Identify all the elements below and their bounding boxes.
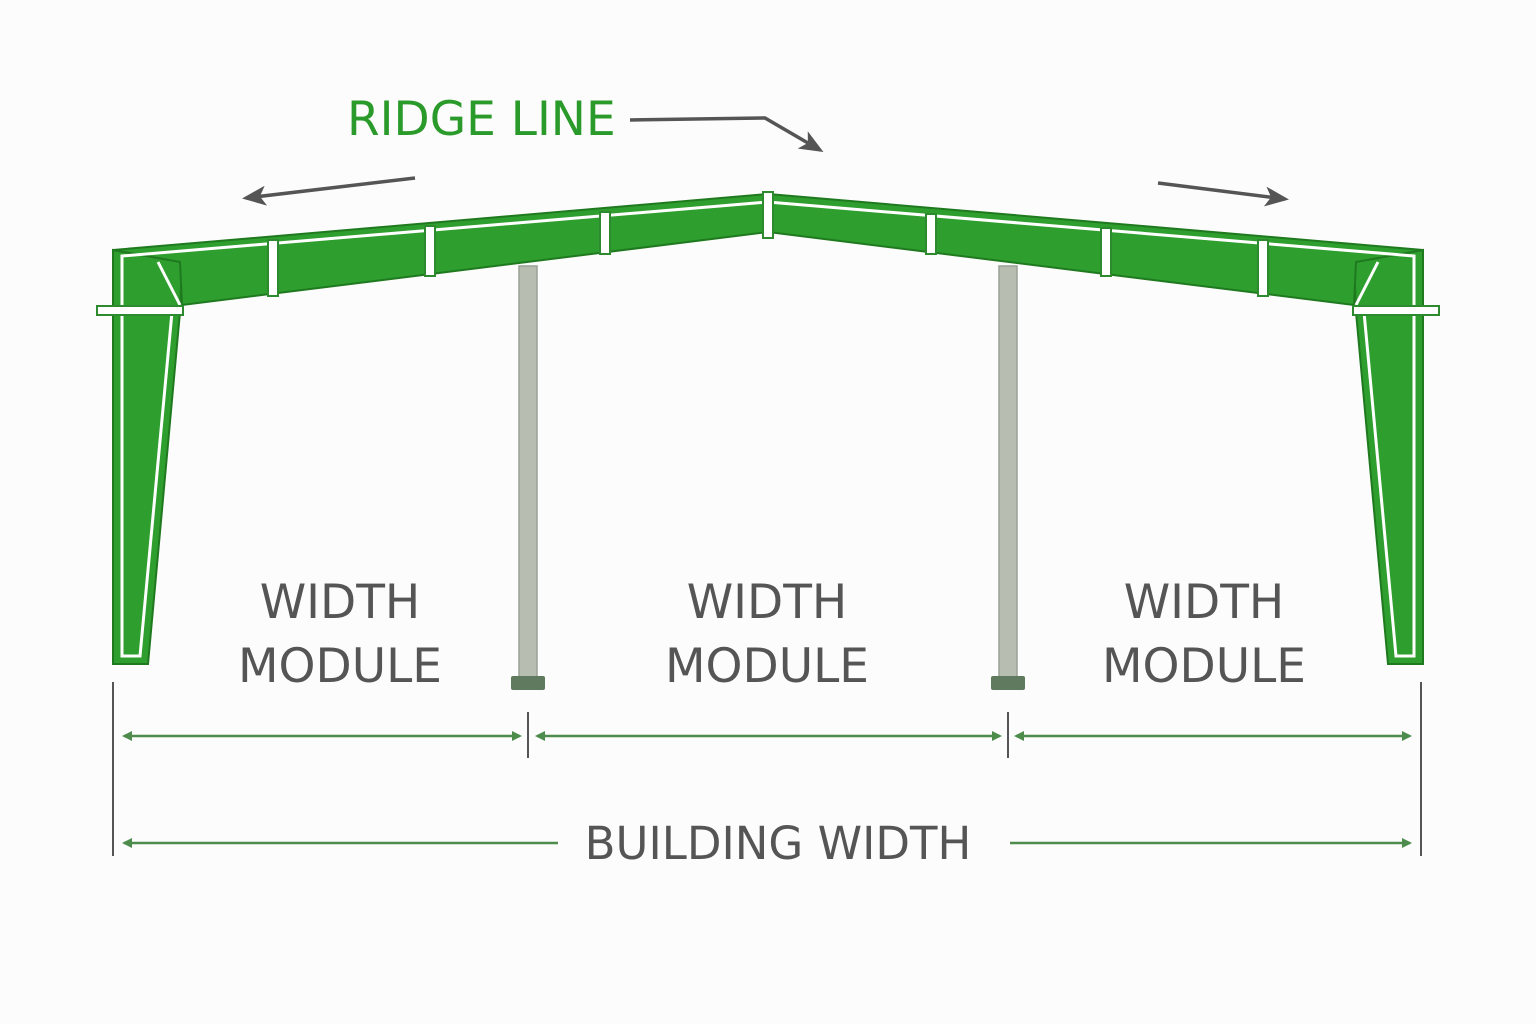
right-tapered-column xyxy=(1352,248,1424,665)
purlin-clip xyxy=(1100,227,1112,277)
purlin-clips xyxy=(267,191,1269,297)
module-label-line1: WIDTH xyxy=(1124,575,1285,630)
purlin-clip xyxy=(424,225,436,277)
module-label-line2: MODULE xyxy=(238,639,442,694)
ridge-line-label: RIDGE LINE xyxy=(347,92,616,147)
interior-column-right xyxy=(991,265,1025,690)
purlin-clip xyxy=(762,191,774,239)
building-width-label: BUILDING WIDTH xyxy=(585,817,972,870)
width-module-label-3: WIDTH MODULE xyxy=(1102,575,1306,694)
left-tapered-column xyxy=(112,248,184,665)
purlin-clip xyxy=(599,211,611,255)
module-label-line1: WIDTH xyxy=(260,575,421,630)
purlin-clip xyxy=(267,239,279,297)
right-eave-plate xyxy=(1352,305,1440,316)
purlin-clip xyxy=(925,213,937,255)
module-label-line1: WIDTH xyxy=(687,575,848,630)
slope-left-arrow xyxy=(242,176,416,206)
module-label-line2: MODULE xyxy=(1102,639,1306,694)
ridge-pointer-arrow xyxy=(629,116,824,153)
left-knee-brace xyxy=(156,261,182,306)
width-module-label-1: WIDTH MODULE xyxy=(238,575,442,694)
purlin-clip xyxy=(1257,239,1269,297)
module-label-line2: MODULE xyxy=(665,639,869,694)
right-knee-brace xyxy=(1354,261,1380,306)
width-module-label-2: WIDTH MODULE xyxy=(665,575,869,694)
interior-column-left xyxy=(511,265,545,690)
slope-right-arrow xyxy=(1157,181,1289,207)
left-eave-plate xyxy=(96,305,184,316)
